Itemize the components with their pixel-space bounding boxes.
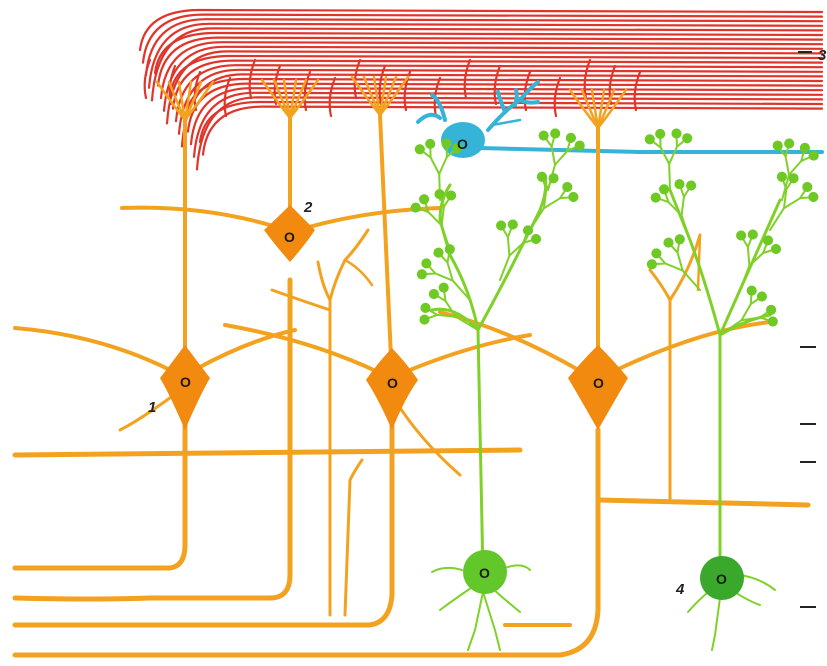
- spine: [539, 131, 549, 141]
- spine: [672, 129, 682, 139]
- spine: [651, 193, 661, 203]
- nucleus-5: O: [479, 565, 490, 581]
- spine: [550, 129, 560, 139]
- spine: [768, 317, 778, 327]
- spine: [421, 258, 431, 268]
- branch: [669, 164, 670, 190]
- spine: [664, 238, 674, 248]
- spine: [415, 144, 425, 154]
- spine: [675, 179, 685, 189]
- branch: [742, 318, 761, 321]
- branch: [555, 151, 567, 165]
- spine: [531, 234, 541, 244]
- nucleus-6: O: [716, 571, 727, 587]
- spine: [777, 172, 787, 182]
- spine: [771, 244, 781, 254]
- branch: [740, 266, 749, 290]
- spine: [809, 151, 819, 161]
- branch: [544, 198, 560, 208]
- spine: [647, 259, 657, 269]
- spine: [435, 189, 445, 199]
- nucleus-1: O: [180, 374, 191, 390]
- spine: [508, 220, 518, 230]
- spine: [420, 315, 430, 325]
- spine: [419, 194, 429, 204]
- branch: [786, 157, 789, 175]
- label-cell-1: 1: [148, 399, 156, 416]
- spine: [434, 248, 444, 258]
- spine: [562, 182, 572, 192]
- spine: [773, 141, 783, 151]
- spine: [537, 172, 547, 182]
- branch: [661, 147, 670, 164]
- spine: [575, 141, 585, 151]
- branch: [784, 198, 800, 208]
- spine: [568, 192, 578, 202]
- spine: [411, 203, 421, 213]
- spine: [659, 184, 669, 194]
- spine: [549, 173, 559, 183]
- spine: [523, 225, 533, 235]
- spine: [429, 289, 439, 299]
- spine: [784, 139, 794, 149]
- spine: [651, 248, 661, 258]
- spine: [682, 133, 692, 143]
- spine: [439, 283, 449, 293]
- spine: [655, 129, 665, 139]
- spine: [675, 234, 685, 244]
- label-cell-2: 2: [303, 199, 313, 216]
- spine: [645, 134, 655, 144]
- nucleus-7: O: [457, 136, 468, 152]
- spine: [425, 139, 435, 149]
- nucleus-2: O: [284, 229, 295, 245]
- nucleus-3: O: [387, 375, 398, 391]
- spine: [757, 292, 767, 302]
- spine: [763, 235, 773, 245]
- branch: [439, 157, 447, 174]
- branch: [508, 237, 510, 256]
- spine: [789, 173, 799, 183]
- branch: [431, 157, 440, 174]
- nucleus-4: O: [593, 375, 604, 391]
- label-cell-4: 4: [675, 581, 685, 598]
- spine: [496, 221, 506, 231]
- spine: [802, 182, 812, 192]
- spine: [736, 231, 746, 241]
- spine: [747, 286, 757, 296]
- spine: [748, 230, 758, 240]
- branch: [530, 208, 544, 230]
- spine: [446, 191, 456, 201]
- spine: [417, 269, 427, 279]
- branch: [682, 197, 684, 216]
- spine: [442, 139, 452, 149]
- branch: [748, 247, 750, 266]
- spine: [445, 244, 455, 254]
- label-fibers-3: 3: [818, 47, 827, 64]
- spine: [800, 143, 810, 153]
- branch: [742, 304, 751, 320]
- dendritic-spines: [411, 129, 819, 327]
- branch: [669, 147, 677, 164]
- spine: [808, 192, 818, 202]
- spine: [766, 305, 776, 315]
- layer-tick-marks: [798, 52, 816, 607]
- spine: [421, 303, 431, 313]
- spine: [566, 133, 576, 143]
- spine: [686, 181, 696, 191]
- branch: [789, 161, 801, 175]
